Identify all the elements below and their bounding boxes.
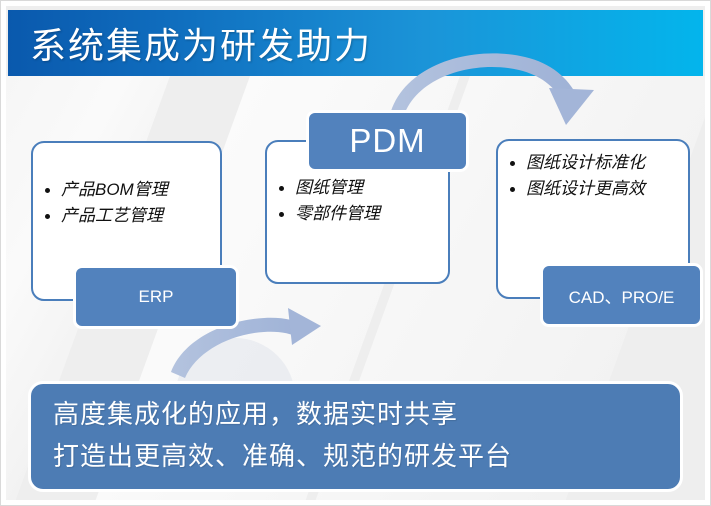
list-item: 产品BOM管理 <box>42 177 220 203</box>
card-erp-bullet-list: 产品BOM管理 产品工艺管理 <box>42 177 220 230</box>
summary-banner: 高度集成化的应用，数据实时共享 打造出更高效、准确、规范的研发平台 <box>28 381 683 492</box>
list-item: 图纸设计标准化 <box>507 150 688 176</box>
chip-erp-label[interactable]: ERP <box>73 265 239 329</box>
summary-line-2: 打造出更高效、准确、规范的研发平台 <box>53 442 513 473</box>
card-cad-bullet-list: 图纸设计标准化 图纸设计更高效 <box>507 150 688 203</box>
card-pdm-bullet-list: 图纸管理 零部件管理 <box>276 175 448 228</box>
list-item: 图纸设计更高效 <box>507 176 688 202</box>
list-item: 图纸管理 <box>276 175 448 201</box>
list-item: 产品工艺管理 <box>42 203 220 229</box>
chip-cad-label[interactable]: CAD、PRO/E <box>540 263 703 327</box>
title-banner: 系统集成为研发助力 <box>8 10 703 76</box>
summary-line-1: 高度集成化的应用，数据实时共享 <box>53 400 459 430</box>
list-item: 零部件管理 <box>276 201 448 227</box>
chip-pdm-label[interactable]: PDM <box>306 110 469 172</box>
page-title: 系统集成为研发助力 <box>30 26 373 67</box>
